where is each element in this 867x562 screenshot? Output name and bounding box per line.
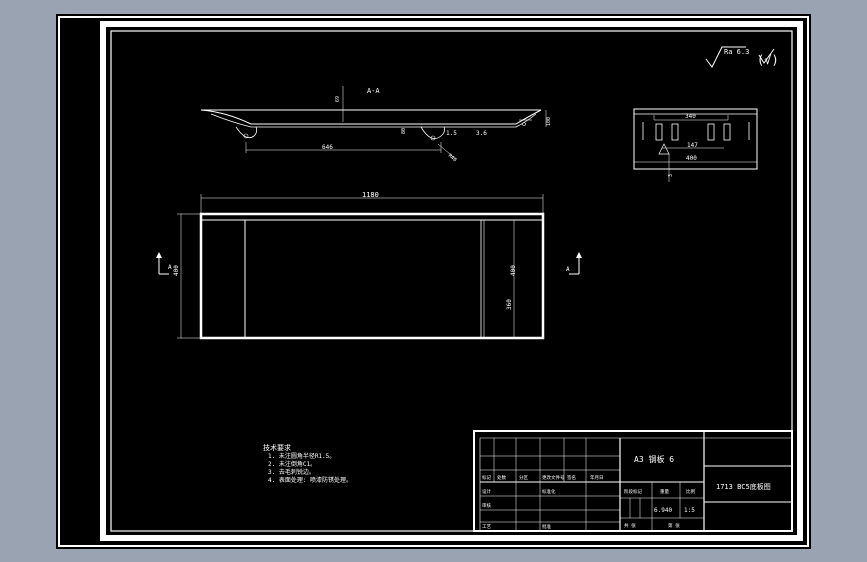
- dim-side-top: 340: [685, 113, 696, 120]
- dim-width-right: 400: [510, 265, 517, 276]
- label-sheet-no: 第 张: [668, 522, 680, 529]
- section-marker-left: A: [156, 252, 172, 275]
- scale-value: 1:5: [684, 507, 695, 514]
- label-mark: 标记: [482, 474, 491, 481]
- section-marker-right: A: [566, 252, 582, 275]
- view-marker-left: A: [168, 264, 172, 271]
- section-label: A-A: [367, 87, 380, 95]
- roughness-symbol: Ra 6.3 (√): [705, 46, 779, 68]
- dim-side-mid: 147: [687, 142, 698, 149]
- frame-border: [100, 21, 803, 541]
- label-date: 年月日: [590, 474, 604, 481]
- inner-border: [110, 30, 793, 532]
- section-view-aa: A-A 646 69 100 80 1.5 R40 3.6: [200, 86, 552, 163]
- note-line: 1. 未注圆角半径R1.5。: [268, 452, 335, 460]
- note-line: 2. 未注倒角C1。: [268, 460, 316, 468]
- view-marker-right: A: [566, 266, 570, 273]
- dim-side-bottom: 400: [686, 155, 697, 162]
- right-bracket: [420, 126, 445, 139]
- dim-thickness: 1.5: [446, 130, 457, 137]
- dim-height-b: 100: [546, 117, 552, 126]
- cad-drawing: Ra 6.3 (√) A-A 646 69 100 80 1.5 R40 3.6: [58, 16, 809, 547]
- dim-side-small: 3: [668, 174, 674, 177]
- label-checker: 审核: [482, 502, 491, 509]
- label-standardize: 标准化: [542, 488, 556, 495]
- dim-width-left: 400: [173, 265, 180, 276]
- dim-angle: 3.6: [476, 130, 487, 137]
- dim-depth: 80: [401, 128, 407, 134]
- label-scale: 比例: [686, 488, 695, 495]
- label-weight: 重量: [660, 488, 669, 495]
- outer-border: [58, 16, 809, 547]
- weight-value: 6.940: [654, 507, 672, 514]
- dim-width-inner: 360: [506, 299, 513, 310]
- material-label: A3 钢板 6: [634, 454, 674, 464]
- side-view: 340 147 400 3: [633, 108, 758, 182]
- label-count: 处数: [497, 474, 506, 481]
- drawing-sheet: Ra 6.3 (√) A-A 646 69 100 80 1.5 R40 3.6: [56, 14, 811, 549]
- drawing-name: 1713 BC5底板图: [716, 482, 771, 491]
- note-line: 4. 表面处理: 喷漆防锈处理。: [268, 476, 352, 484]
- label-change-doc: 更改文件号: [542, 474, 565, 481]
- label-stage-mark: 阶段标记: [624, 488, 642, 495]
- label-zone: 分区: [519, 474, 528, 481]
- dim-radius: R40: [447, 153, 458, 163]
- label-process: 工艺: [482, 524, 491, 530]
- dim-overall-length: 1180: [362, 191, 379, 199]
- label-designer: 设计: [482, 488, 491, 495]
- left-bracket: [235, 126, 258, 139]
- label-approve: 批准: [542, 523, 551, 530]
- notes-title: 技术要求: [263, 443, 291, 452]
- label-sheet-total: 共 张: [624, 522, 636, 529]
- roughness-value: Ra 6.3: [724, 48, 749, 56]
- title-block-text: A3 钢板 6 1713 BC5底板图 标记 处数 分区 更改文件号 签名 年月…: [482, 454, 771, 530]
- technical-notes: 技术要求 1. 未注圆角半径R1.5。 2. 未注倒角C1。 3. 去毛刺锐边。…: [263, 443, 352, 484]
- plan-view: 1180 400 360 400 A A: [156, 191, 582, 340]
- label-signature: 签名: [567, 474, 576, 481]
- dim-height-a: 69: [335, 96, 341, 102]
- note-line: 3. 去毛刺锐边。: [268, 468, 315, 476]
- roughness-check: (√): [757, 53, 779, 67]
- dim-inner-length: 646: [322, 144, 333, 151]
- title-block: [473, 430, 793, 532]
